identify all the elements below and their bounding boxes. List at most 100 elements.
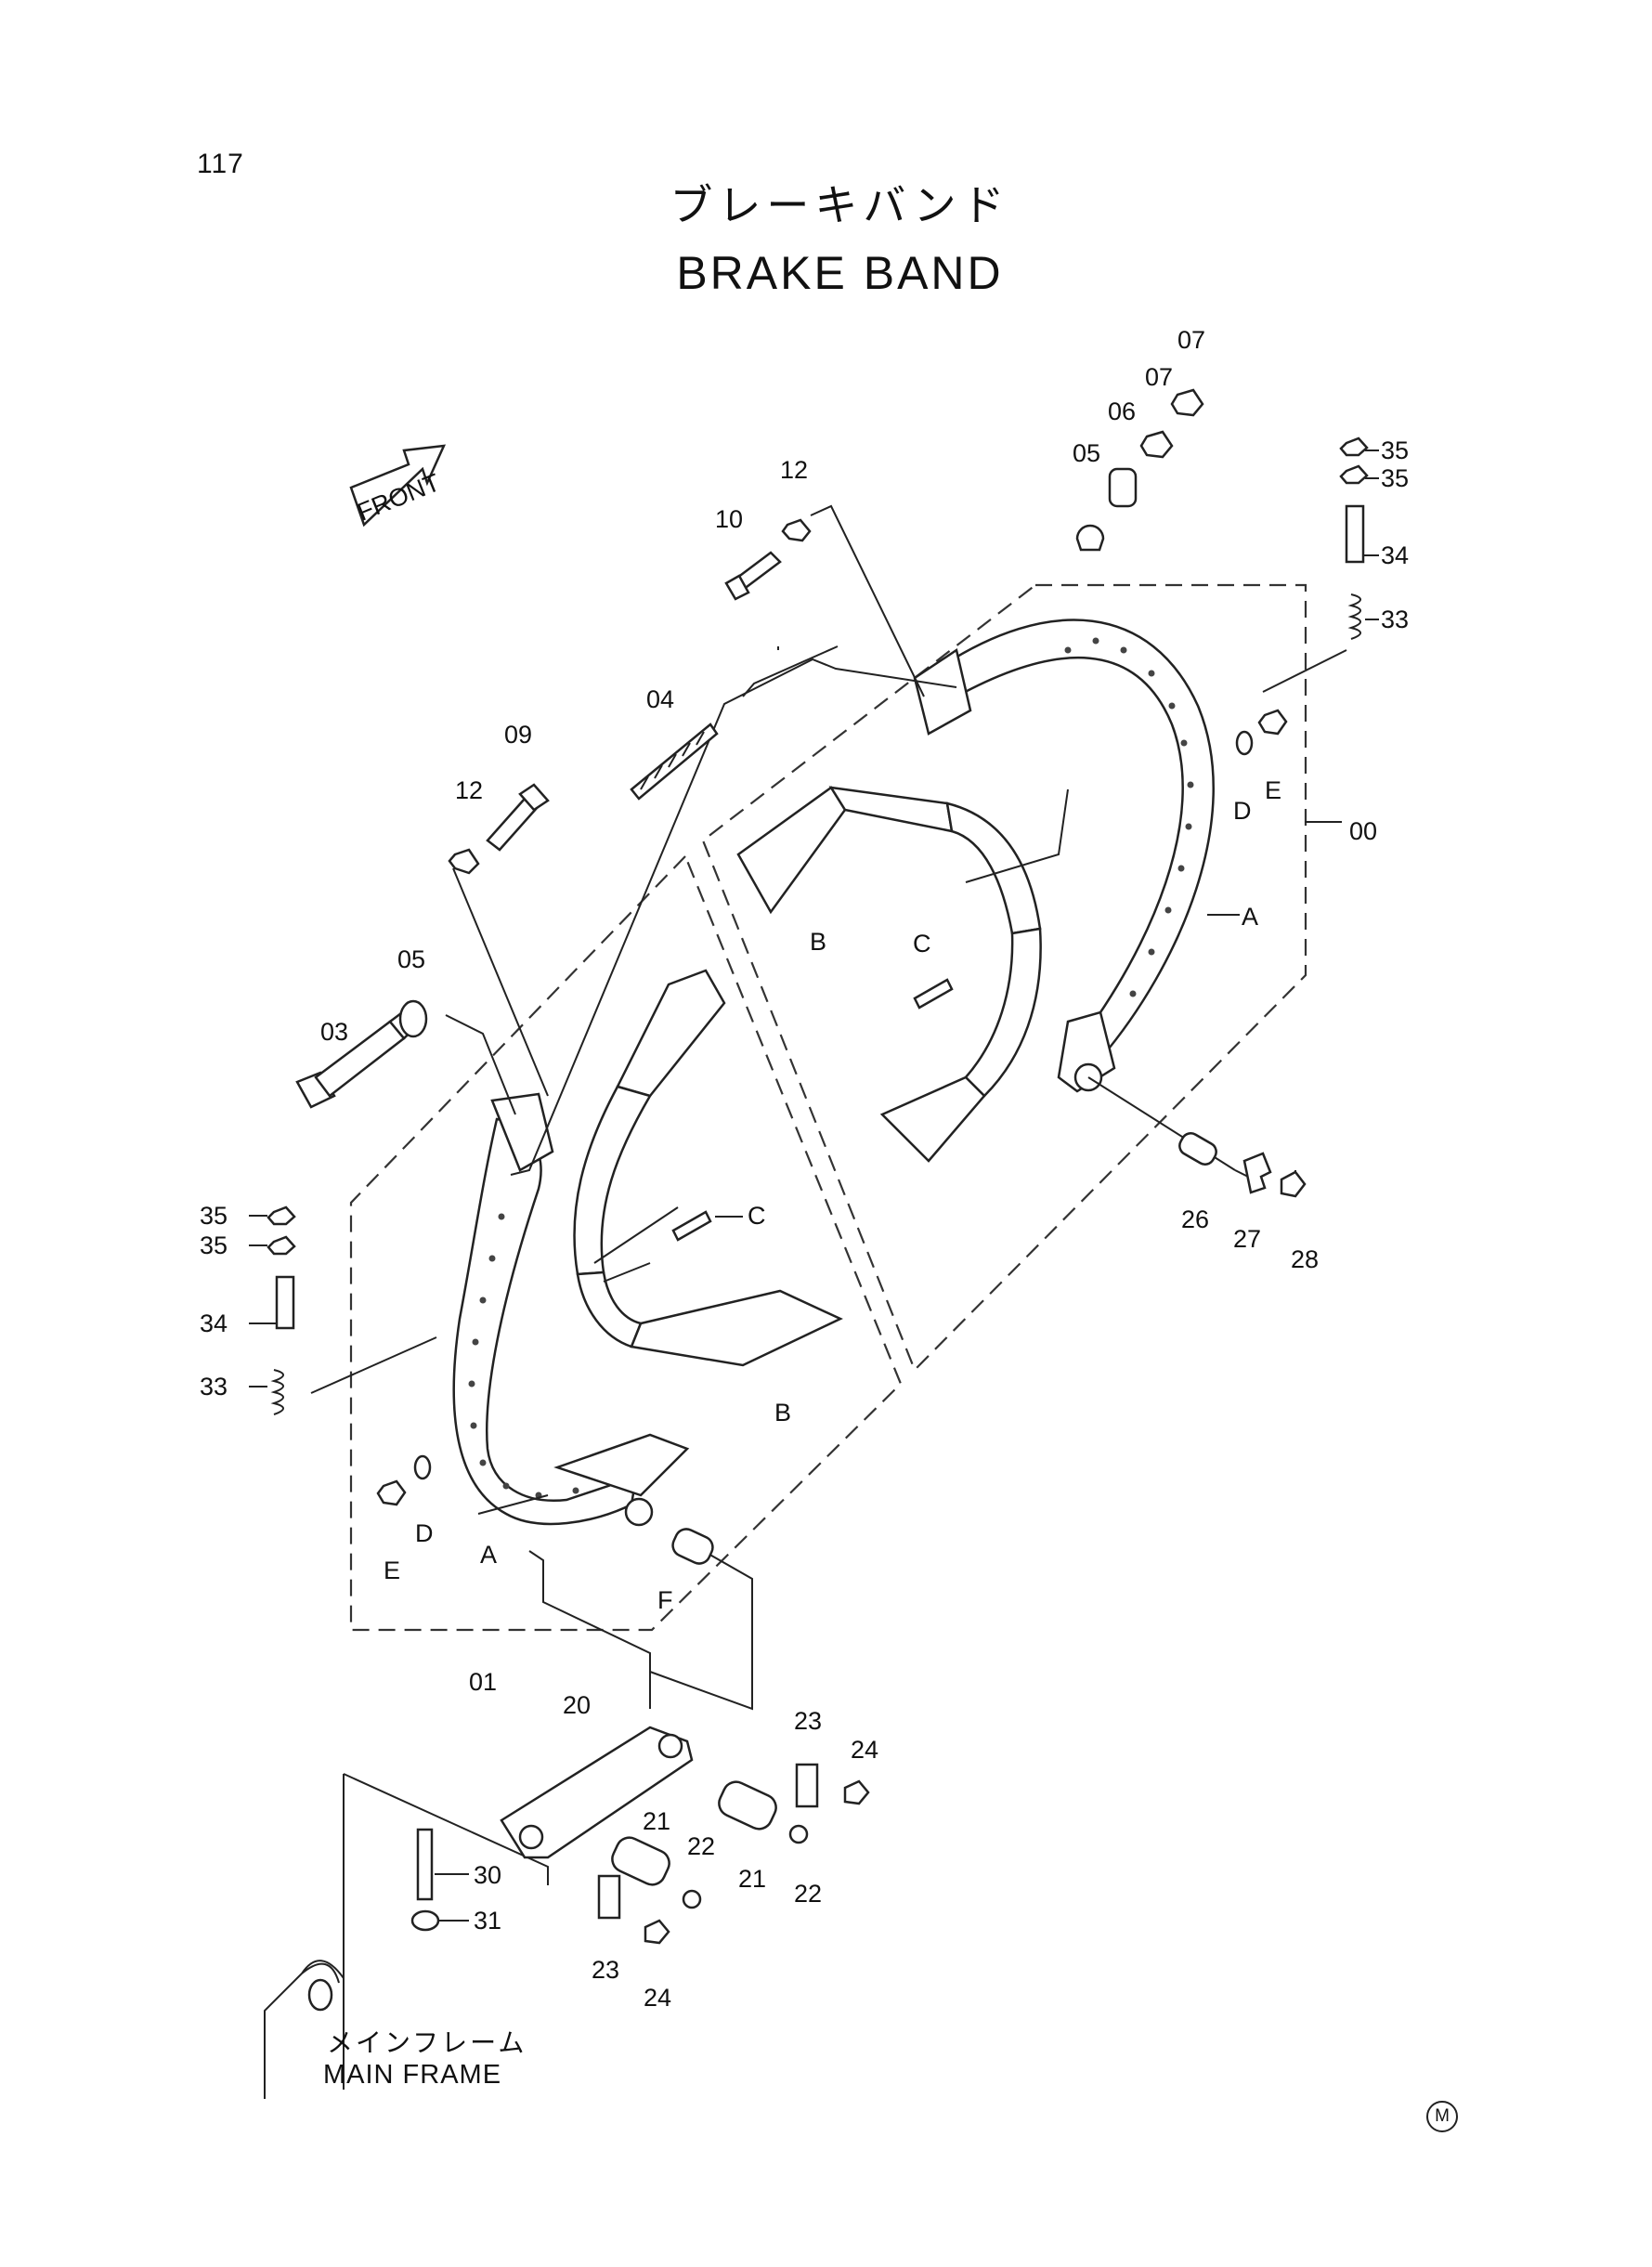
callout-07: 07 — [1145, 363, 1173, 391]
callout-ticks — [249, 449, 1379, 1922]
pin-26 — [1178, 1132, 1217, 1166]
title-english: BRAKE BAND — [676, 247, 1004, 299]
callout-07: 07 — [1177, 326, 1205, 354]
callout-26: 26 — [1181, 1205, 1209, 1233]
lower-brake-lining — [573, 969, 843, 1367]
callout-22: 22 — [794, 1880, 822, 1908]
bolt-09 — [486, 783, 550, 852]
callout-F: F — [657, 1586, 673, 1614]
callout-21: 21 — [738, 1865, 766, 1893]
nut-12-lower — [448, 848, 480, 875]
callout-C: C — [913, 930, 931, 958]
grease-fitting-22-right — [788, 1824, 809, 1844]
callout-27: 27 — [1233, 1225, 1261, 1253]
main-frame-boss — [307, 1978, 333, 2012]
callout-04: 04 — [646, 685, 674, 713]
bolt-34-right — [1345, 504, 1365, 564]
bolt-24-upper — [843, 1779, 870, 1805]
bushing-21-left — [611, 1836, 670, 1886]
washer-D-left — [413, 1454, 432, 1480]
callout-05: 05 — [397, 945, 425, 973]
callout-D: D — [1233, 797, 1252, 825]
callout-03: 03 — [320, 1018, 348, 1046]
callout-21: 21 — [643, 1807, 670, 1835]
upper-band-rivet-holes — [1064, 637, 1194, 997]
callout-22: 22 — [687, 1832, 715, 1860]
spring-04 — [630, 723, 719, 801]
callout-C: C — [748, 1202, 766, 1230]
screw-C-upper — [913, 978, 954, 1010]
main-frame-label-english: MAIN FRAME — [323, 2060, 502, 2090]
link-20 — [500, 1726, 694, 1859]
callout-24: 24 — [644, 1984, 671, 2012]
upper-brake-band — [913, 619, 1215, 1093]
washer-D-right — [1235, 730, 1254, 756]
callout-31: 31 — [474, 1907, 501, 1935]
plate-23-upper — [795, 1763, 819, 1808]
callout-24: 24 — [851, 1736, 878, 1764]
washer-31 — [410, 1909, 440, 1932]
callout-B: B — [810, 928, 826, 956]
callout-12: 12 — [455, 776, 483, 804]
callout-12: 12 — [780, 456, 808, 484]
callout-D: D — [415, 1519, 434, 1547]
main-frame-outline — [264, 1960, 345, 2099]
bushing-21-right — [718, 1780, 777, 1831]
callout-33: 33 — [1381, 606, 1409, 633]
callout-34: 34 — [1381, 541, 1409, 569]
callout-E: E — [384, 1557, 400, 1584]
nut-12-upper — [781, 518, 812, 542]
plate-23-lower — [597, 1874, 621, 1920]
screw-C-lower — [671, 1210, 712, 1242]
washer-05-upper — [1075, 524, 1105, 552]
lower-brake-band — [452, 1092, 690, 1527]
callout-10: 10 — [715, 505, 743, 533]
callout-01: 01 — [469, 1668, 497, 1696]
title-japanese: ブレーキバンド — [670, 180, 1010, 230]
lower-band-rivet-holes — [468, 1213, 579, 1499]
nut-35-left-top — [267, 1205, 296, 1226]
callout-35: 35 — [200, 1231, 228, 1259]
maker-mark-icon: M — [1426, 2101, 1458, 2132]
spacer-06 — [1108, 467, 1138, 508]
callout-E: E — [1265, 776, 1281, 804]
nut-07-outer — [1170, 388, 1204, 417]
callout-35: 35 — [200, 1202, 228, 1230]
callout-35: 35 — [1381, 436, 1409, 464]
main-frame-label-japanese: メインフレーム — [327, 2027, 527, 2058]
nut-35-left-bottom — [267, 1235, 296, 1256]
callout-05: 05 — [1073, 439, 1100, 467]
bolt-28 — [1280, 1170, 1307, 1198]
spring-33-right — [1347, 593, 1361, 640]
bolt-10 — [724, 551, 782, 601]
nut-35-right-top — [1339, 436, 1369, 457]
callout-23: 23 — [592, 1956, 619, 1984]
callout-B: B — [774, 1399, 791, 1427]
washer-05-lower — [398, 999, 428, 1038]
nut-E-left — [376, 1479, 407, 1506]
nut-35-right-bottom — [1339, 464, 1369, 485]
callout-30: 30 — [474, 1861, 501, 1889]
callout-A: A — [1242, 903, 1258, 931]
assembly-01-boundary — [349, 855, 903, 1632]
plate-27 — [1242, 1152, 1272, 1194]
callout-A: A — [480, 1541, 497, 1569]
callout-34: 34 — [200, 1309, 228, 1337]
bolt-30 — [416, 1828, 434, 1901]
callout-06: 06 — [1108, 397, 1136, 425]
callout-35: 35 — [1381, 464, 1409, 492]
front-arrow-icon: FRONT — [349, 444, 447, 528]
grease-fitting-22-left — [682, 1889, 702, 1909]
callout-labels: 07 07 06 05 12 10 35 35 34 33 04 09 12 0… — [200, 326, 1409, 2012]
callout-33: 33 — [200, 1373, 228, 1401]
callout-09: 09 — [504, 721, 532, 749]
bolt-24-lower — [644, 1919, 670, 1945]
pin-F — [671, 1528, 714, 1565]
bolt-34-left — [275, 1275, 295, 1330]
upper-brake-lining — [736, 786, 1042, 1163]
callout-28: 28 — [1291, 1245, 1319, 1273]
nut-E-right — [1257, 709, 1288, 736]
spring-33-left — [270, 1369, 284, 1415]
callout-00: 00 — [1349, 817, 1377, 845]
